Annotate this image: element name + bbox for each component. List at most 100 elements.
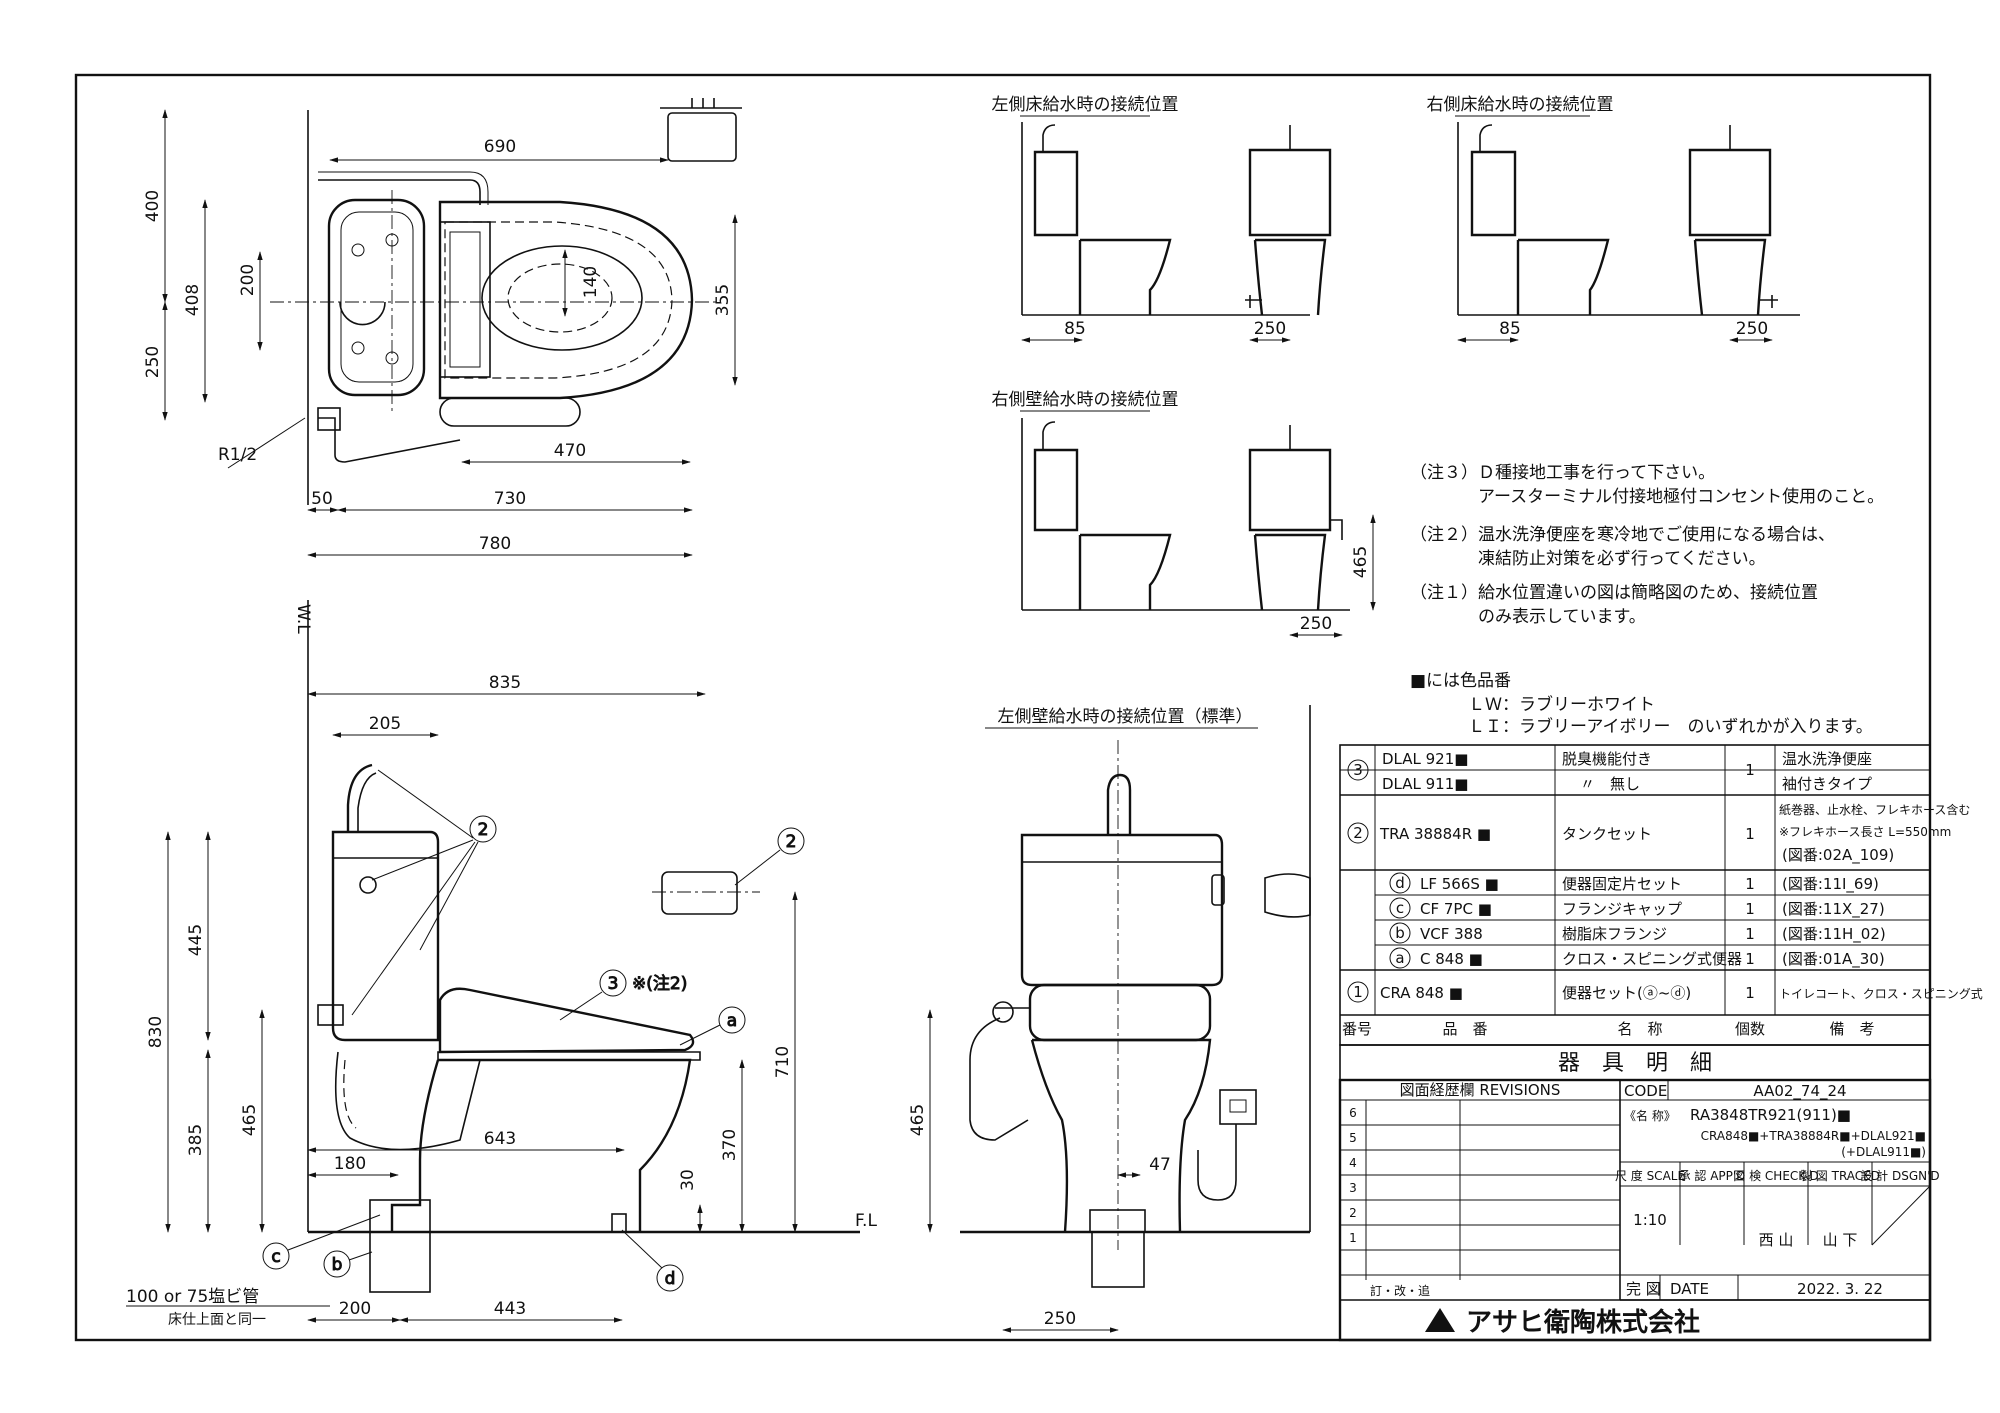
row-a-name: クロス・スピニング式便器	[1562, 950, 1742, 968]
bowl-side	[390, 1058, 692, 1232]
check-value: 西 山	[1759, 1231, 1794, 1249]
row-d-qty: 1	[1745, 875, 1755, 893]
code-label: CODE	[1624, 1082, 1667, 1100]
notes-block: （注３）Ｄ種接地工事を行って下さい。 アースターミナル付接地極付コンセント使用の…	[1410, 463, 1884, 737]
floor-note: 床仕上面と同一	[168, 1312, 266, 1328]
tank-side	[331, 830, 440, 1042]
row-a-remarks: (図番:01A_30)	[1782, 950, 1885, 969]
left-floor-view: 左側床給水時の接続位置 85 250	[992, 95, 1332, 343]
row-3a-name: 脱臭機能付き	[1562, 750, 1652, 768]
hdr-remarks: 備 考	[1829, 1020, 1874, 1038]
front-view-title: 左側壁給水時の接続位置（標準）	[998, 707, 1253, 727]
row-2-remarks-3: (図番:02A_109)	[1782, 846, 1894, 865]
rev-mark-3: 3	[1349, 1181, 1357, 1195]
rev-mark-2: 2	[1349, 1206, 1357, 1220]
fl-label: F.L	[855, 1211, 877, 1231]
rev-footer: 訂・改・追	[1370, 1283, 1430, 1298]
seat-side	[438, 987, 695, 1054]
front-dim-465: 465	[908, 1104, 928, 1136]
hdr-qty: 個数	[1735, 1020, 1765, 1038]
row-a-qty: 1	[1745, 950, 1755, 968]
row-2-remarks-2: ※フレキホース長さ L=550mm	[1779, 825, 1951, 839]
note-2-line2: 凍結防止対策を必ず行ってください。	[1478, 549, 1766, 569]
row-b-qty: 1	[1745, 925, 1755, 943]
row-d-no: d	[1395, 874, 1405, 892]
row-2-qty: 1	[1745, 825, 1755, 843]
hdr-part: 品 番	[1442, 1020, 1487, 1038]
dim-445: 445	[186, 924, 206, 956]
right-floor-view: 右側床給水時の接続位置 85 250	[1427, 95, 1800, 343]
dim-443: 443	[494, 1299, 526, 1319]
right-floor-title: 右側床給水時の接続位置	[1427, 95, 1614, 115]
callout-2-tank: 2	[478, 820, 489, 840]
dim-643: 643	[484, 1129, 516, 1149]
parts-caption: 器 具 明 細	[1558, 1051, 1712, 1076]
callout-b: b	[332, 1255, 343, 1275]
front-dim-250: 250	[1044, 1309, 1076, 1329]
row-c-qty: 1	[1745, 900, 1755, 918]
row-3-no: 3	[1353, 761, 1363, 779]
dim-780: 780	[479, 534, 511, 554]
color-note-li: ＬＩ：ラブリーアイボリー のいずれかが入ります。	[1468, 716, 1873, 737]
dim-200: 200	[238, 264, 258, 296]
dim-250-plan: 250	[143, 346, 163, 378]
scale-label: 尺 度 SCALE	[1615, 1168, 1685, 1183]
revisions-label: 図面経歴欄 REVISIONS	[1400, 1081, 1561, 1099]
traced-value: 山 下	[1823, 1231, 1858, 1249]
check-label: 図 検 CHECK'D	[1733, 1169, 1818, 1183]
row-2-remarks-1: 紙巻器、止水栓、フレキホース含む	[1779, 802, 1970, 817]
dim-180: 180	[334, 1154, 366, 1174]
note-1-line1: （注１）給水位置違いの図は簡略図のため、接続位置	[1410, 583, 1818, 603]
dim-140: 140	[581, 266, 601, 298]
lf-dim-250: 250	[1254, 319, 1286, 339]
dim-30: 30	[678, 1169, 698, 1191]
callout-a-side: a	[727, 1011, 737, 1031]
dim-200-side: 200	[339, 1299, 371, 1319]
row-b-remarks: (図番:11H_02)	[1782, 925, 1886, 944]
dim-830: 830	[146, 1016, 166, 1048]
dim-370: 370	[720, 1129, 740, 1161]
dim-730: 730	[494, 489, 526, 509]
rw-dim-250: 250	[1300, 614, 1332, 634]
paper-holder-plan	[667, 112, 737, 162]
color-note-lw: ＬＷ：ラブリーホワイト	[1468, 694, 1655, 715]
row-3b-name: 〃 無し	[1580, 775, 1640, 793]
callout-d: d	[665, 1269, 676, 1289]
date-value: 2022. 3. 22	[1797, 1280, 1883, 1298]
row-3a-remarks: 温水洗浄便座	[1782, 750, 1872, 768]
dim-355: 355	[713, 284, 733, 316]
rev-mark-6: 6	[1349, 1106, 1357, 1120]
hdr-name: 名 称	[1617, 1020, 1662, 1038]
plan-view: 690 400 408 200 140 250 355 470 R1/2 50 …	[143, 98, 742, 558]
name-line3: (+DLAL911■)	[1841, 1145, 1926, 1159]
dim-50: 50	[311, 489, 333, 509]
company-logo	[1425, 1308, 1455, 1332]
dsgn-label: 設 計 DSGN'D	[1860, 1168, 1939, 1183]
color-note-head: ■には色品番	[1410, 671, 1511, 691]
row-3a-qty: 1	[1745, 761, 1755, 779]
callout-3-note: ※(注2)	[632, 974, 687, 994]
row-b-no: b	[1395, 924, 1405, 942]
rev-mark-4: 4	[1349, 1156, 1357, 1170]
sheet-border	[74, 73, 1932, 1342]
dim-465-side: 465	[240, 1104, 260, 1136]
hdr-no: 番号	[1342, 1020, 1372, 1038]
row-2-no: 2	[1353, 824, 1363, 842]
row-1-part: CRA 848 ■	[1380, 984, 1463, 1002]
done-label: 完 図	[1626, 1280, 1661, 1298]
row-2-part: TRA 38884R ■	[1379, 825, 1491, 843]
note-3-line2: アースターミナル付接地極付コンセント使用のこと。	[1478, 486, 1884, 507]
armrest-plan	[439, 397, 581, 427]
name-label: 《名 称》	[1624, 1108, 1676, 1123]
dim-710: 710	[773, 1046, 793, 1078]
row-1-no: 1	[1353, 983, 1363, 1001]
wl-label: W.L	[293, 604, 313, 634]
paper-holder-side	[661, 871, 738, 915]
row-a-no: a	[1395, 949, 1404, 967]
row-c-part: CF 7PC ■	[1420, 900, 1492, 918]
company-name: アサヒ衛陶株式会社	[1466, 1307, 1700, 1338]
dim-408: 408	[183, 284, 203, 316]
dim-205: 205	[369, 714, 401, 734]
note-1-line2: のみ表示しています。	[1478, 607, 1646, 627]
row-c-no: c	[1396, 899, 1404, 917]
